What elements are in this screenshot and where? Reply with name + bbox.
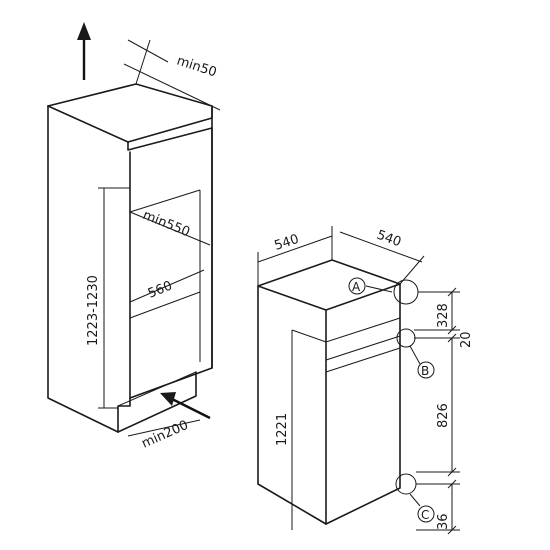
- hinge-bottom-circle: [395, 473, 417, 495]
- niche-height-label: 1223-1230: [86, 275, 101, 346]
- cabinet-top-rail: [127, 127, 213, 151]
- upper-door-top: [291, 317, 401, 343]
- niche-depth-dimension: min550: [129, 208, 211, 246]
- niche-width-dimension: 560: [129, 269, 205, 303]
- appliance-left-face: [257, 285, 327, 525]
- niche-width-label: 560: [146, 279, 175, 302]
- appliance-width-dimension: 540: [257, 226, 333, 286]
- appliance-height-label: 1221: [275, 413, 290, 446]
- niche-depth-label: min550: [141, 208, 192, 240]
- appliance-width-label: 540: [273, 232, 301, 254]
- marker-a-label: A: [352, 280, 361, 294]
- appliance-right-edge: [325, 283, 401, 525]
- cabinet-front-left-stile: [117, 151, 131, 433]
- marker-b-label: B: [421, 364, 429, 378]
- niche-height-dimension: 1223-1230: [86, 187, 130, 409]
- bottom-label: 36: [436, 513, 451, 530]
- lower-door-top: [325, 347, 401, 373]
- marker-c: C: [395, 473, 435, 523]
- airflow-in-arrow-icon: [160, 392, 211, 420]
- cabinet-top-front-edge: [47, 105, 213, 143]
- cabinet-left-face: [47, 105, 119, 433]
- cabinet-plinth-top: [117, 371, 197, 407]
- cabinet-plinth: [117, 371, 197, 433]
- appliance-drawing: 540 540 A B C: [257, 226, 474, 535]
- niche-inner-top-line: [129, 189, 201, 213]
- hinge-dimensions: 328 20 826 36: [414, 287, 474, 535]
- marker-c-label: C: [421, 508, 429, 522]
- top-vent-dimension: min50: [123, 39, 221, 111]
- door-gap-label: 20: [459, 331, 474, 348]
- airflow-up-arrow-icon: [77, 22, 91, 80]
- appliance-depth-dimension: 540: [339, 228, 425, 285]
- appliance-top-face: [257, 259, 401, 311]
- appliance-depth-label: 540: [375, 228, 403, 251]
- marker-a: A: [348, 277, 419, 305]
- appliance-height-dimension: 1221: [275, 330, 293, 530]
- niche-inner-bottom-line: [129, 291, 201, 362]
- cabinet-front-right-edge: [129, 127, 213, 399]
- bottom-vent-label: min200: [140, 418, 191, 452]
- upper-door-bottom: [325, 335, 401, 361]
- hinge-span-label: 826: [436, 403, 451, 428]
- top-to-hinge-label: 328: [436, 303, 451, 328]
- cabinet-drawing: min50 min550 560 1223-1230 min200: [47, 22, 221, 452]
- hinge-top-circle: [393, 279, 419, 305]
- top-vent-label: min50: [175, 54, 219, 81]
- marker-b: B: [396, 328, 435, 379]
